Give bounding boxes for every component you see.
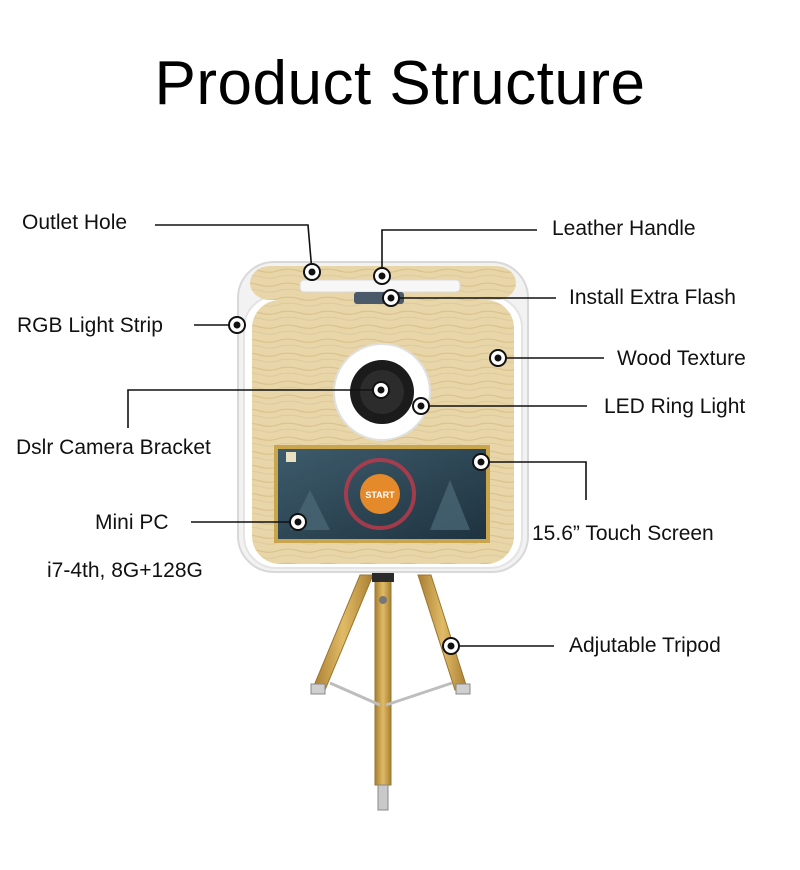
callout-dot-leather-handle	[373, 267, 391, 285]
callout-line-leather-handle	[381, 229, 537, 276]
label-rgb-light-strip: RGB Light Strip	[17, 314, 163, 337]
touch-screen-graphic	[274, 445, 490, 543]
callout-line-touch-screen	[481, 461, 587, 500]
callout-dot-outlet-hole	[303, 263, 321, 281]
callout-dot-rgb-light-strip	[228, 316, 246, 334]
callout-dot-led-ring-light	[412, 397, 430, 415]
screen-start-text: START	[365, 490, 395, 500]
page-title: Product Structure	[154, 49, 646, 118]
label-leather-handle: Leather Handle	[552, 217, 696, 240]
callout-line-dslr-camera-bracket	[127, 389, 381, 428]
callout-dot-mini-pc	[289, 513, 307, 531]
callout-dot-install-extra-flash	[382, 289, 400, 307]
label-mini-pc-spec: i7-4th, 8G+128G	[47, 559, 203, 582]
label-install-extra-flash: Install Extra Flash	[569, 286, 736, 309]
callout-dot-dslr-camera-bracket	[372, 381, 390, 399]
label-mini-pc: Mini PC	[95, 511, 169, 534]
label-outlet-hole: Outlet Hole	[22, 211, 128, 234]
callout-dot-touch-screen	[472, 453, 490, 471]
callout-dot-wood-texture	[489, 349, 507, 367]
label-dslr-camera-bracket: Dslr Camera Bracket	[16, 436, 211, 459]
label-led-ring-light: LED Ring Light	[604, 395, 746, 418]
label-wood-texture: Wood Texture	[617, 347, 746, 370]
callout-dots	[228, 263, 507, 655]
tripod	[310, 568, 471, 811]
callout-dot-adjustable-tripod	[442, 637, 460, 655]
callout-lines	[127, 224, 604, 647]
label-touch-screen: 15.6” Touch Screen	[532, 522, 714, 545]
label-adjustable-tripod: Adjutable Tripod	[569, 634, 721, 657]
callout-line-outlet-hole	[155, 224, 313, 273]
